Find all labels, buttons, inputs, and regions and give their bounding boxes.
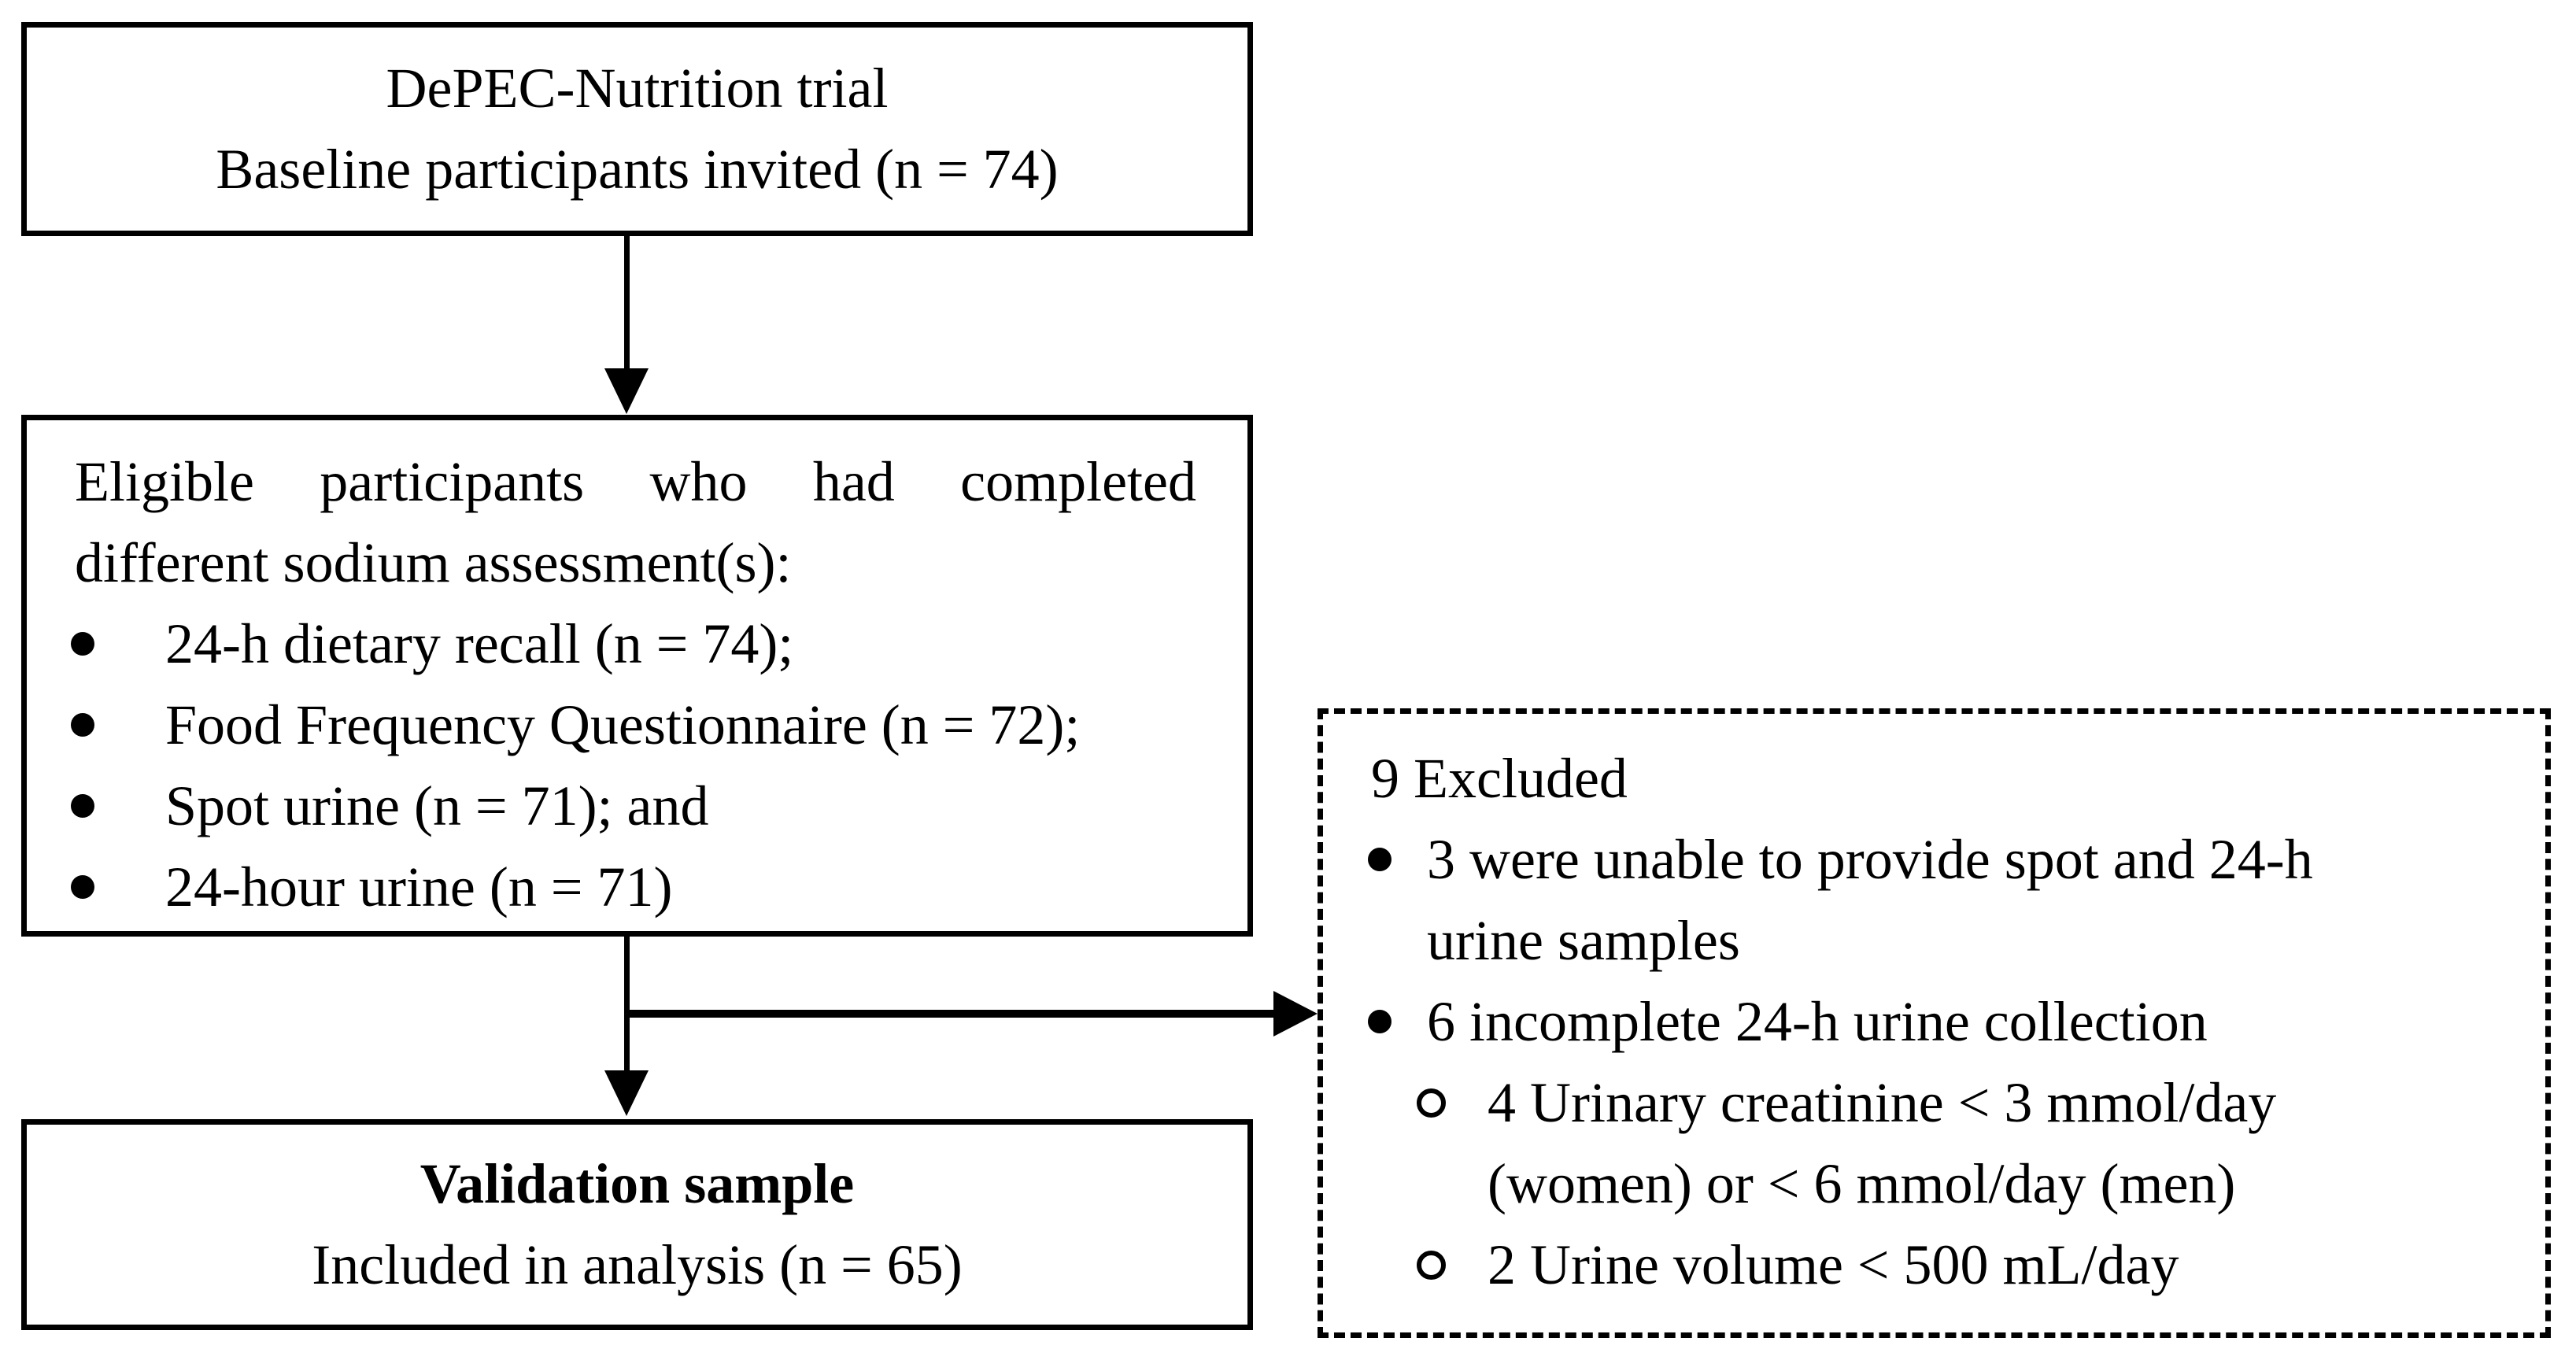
circle-marker-icon — [1417, 1251, 1446, 1280]
arrow-eligible-to-validation-line — [624, 937, 630, 1074]
bullet-dot-icon — [71, 632, 94, 656]
eligible-heading-line1: Eligible participants who had completed — [75, 450, 1196, 513]
excluded-item-row: 6 incomplete 24-h urine collection — [1323, 981, 2545, 1062]
arrowhead-right-icon — [1273, 991, 1318, 1037]
excluded-subitem-text: 2 Urine volume < 500 mL/day — [1488, 1233, 2179, 1296]
bullet-text: 24-h dietary recall (n = 74); — [165, 612, 794, 675]
bullet-row: Spot urine (n = 71); and — [27, 766, 1247, 847]
excluded-subitem-row: 4 Urinary creatinine < 3 mmol/day — [1323, 1062, 2545, 1144]
bullet-dot-icon — [71, 875, 94, 899]
bullet-dot-icon — [71, 713, 94, 737]
excluded-box: 9 Excluded 3 were unable to provide spot… — [1318, 708, 2551, 1338]
bullet-dot-icon — [1368, 848, 1391, 871]
bullet-text: Spot urine (n = 71); and — [165, 774, 709, 837]
arrowhead-down-icon — [604, 1070, 649, 1116]
excluded-item-text: urine samples — [1427, 909, 1740, 972]
trial-box-line1: DePEC-Nutrition trial — [386, 57, 889, 120]
excluded-subitem-row: 2 Urine volume < 500 mL/day — [1323, 1225, 2545, 1306]
trial-box: DePEC-Nutrition trial Baseline participa… — [21, 22, 1253, 236]
eligible-box: Eligible participants who had completed … — [21, 415, 1253, 937]
excluded-item-row: 3 were unable to provide spot and 24-h — [1323, 819, 2545, 900]
validation-subtitle: Included in analysis (n = 65) — [312, 1233, 963, 1296]
arrow-trial-to-eligible-line — [624, 236, 630, 370]
excluded-item-text: 3 were unable to provide spot and 24-h — [1427, 828, 2313, 891]
excluded-item-continuation: urine samples — [1323, 900, 2545, 981]
validation-title: Validation sample — [419, 1152, 855, 1215]
bullet-row: 24-h dietary recall (n = 74); — [27, 604, 1247, 685]
excluded-subitem-continuation: (women) or < 6 mmol/day (men) — [1323, 1144, 2545, 1225]
bullet-row: Food Frequency Questionnaire (n = 72); — [27, 685, 1247, 766]
circle-marker-icon — [1417, 1088, 1446, 1118]
bullet-dot-icon — [1368, 1010, 1391, 1033]
excluded-subitem-text: (women) or < 6 mmol/day (men) — [1488, 1152, 2236, 1215]
arrow-branch-to-excluded-line — [624, 1010, 1275, 1018]
bullet-dot-icon — [71, 794, 94, 818]
trial-box-line2: Baseline participants invited (n = 74) — [216, 138, 1059, 201]
bullet-row: 24-hour urine (n = 71) — [27, 847, 1247, 928]
arrowhead-down-icon — [604, 368, 649, 414]
excluded-item-text: 6 incomplete 24-h urine collection — [1427, 990, 2208, 1053]
bullet-text: Food Frequency Questionnaire (n = 72); — [165, 693, 1081, 756]
excluded-title: 9 Excluded — [1371, 747, 1628, 810]
validation-box: Validation sample Included in analysis (… — [21, 1119, 1253, 1330]
bullet-text: 24-hour urine (n = 71) — [165, 856, 673, 918]
excluded-subitem-text: 4 Urinary creatinine < 3 mmol/day — [1488, 1071, 2277, 1134]
eligible-heading-line2: different sodium assessment(s): — [75, 531, 792, 594]
